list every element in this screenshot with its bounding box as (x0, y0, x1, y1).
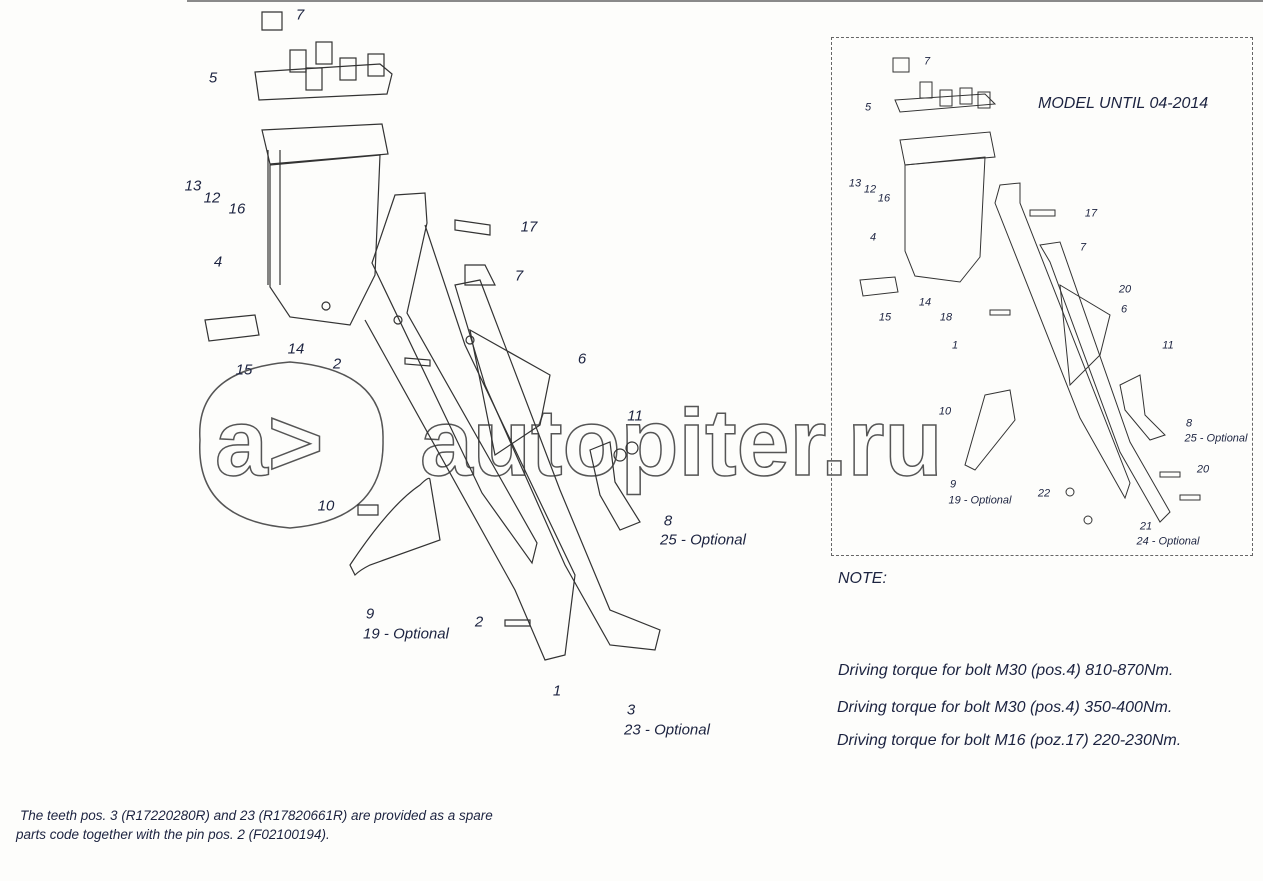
part-label: 7 (1079, 241, 1087, 254)
part-label: 6 (577, 350, 587, 368)
part-label: 1 (552, 682, 562, 700)
part-label: 5 (208, 69, 218, 87)
part-label: 4 (869, 231, 877, 244)
watermark-logo: a> autopiter.ru (199, 361, 943, 529)
part-label: 11 (1162, 339, 1174, 352)
part-label: 7 (295, 6, 305, 24)
top-border (187, 0, 1263, 2)
part-label: 14 (918, 296, 932, 309)
main-assembly (204, 11, 661, 661)
part-label: 8 (1185, 417, 1193, 430)
part-label: 15 (878, 311, 892, 324)
torque-note: Driving torque for bolt M30 (pos.4) 350-… (837, 699, 1173, 716)
part-label: 19 - Optional (948, 494, 1012, 507)
part-label: 16 (877, 192, 891, 205)
footnote-line: The teeth pos. 3 (R17220280R) and 23 (R1… (20, 808, 493, 823)
inset-assembly (859, 57, 1201, 525)
part-label: 2 (474, 613, 484, 631)
part-label: 14 (287, 340, 305, 358)
torque-note: Driving torque for bolt M16 (poz.17) 220… (837, 732, 1182, 749)
part-label: 18 (939, 311, 953, 324)
part-label: 25 - Optional (1184, 432, 1248, 445)
part-label: 25 - Optional (660, 531, 746, 549)
part-label: 19 - Optional (363, 625, 449, 643)
part-label: 13 (848, 177, 862, 190)
part-label: 23 - Optional (624, 721, 710, 739)
part-label: 17 (520, 218, 538, 236)
watermark-text: autopiter.ru (420, 390, 943, 496)
part-label: 24 - Optional (1136, 535, 1200, 548)
footnote-line: parts code together with the pin pos. 2 … (16, 827, 330, 842)
part-label: 21 (1139, 520, 1153, 533)
part-label: 7 (923, 55, 931, 68)
part-label: 12 (863, 183, 877, 196)
part-label: 12 (203, 189, 221, 207)
part-label: 16 (228, 200, 246, 218)
part-label: 20 (1118, 283, 1132, 296)
footnote: The teeth pos. 3 (R17220280R) and 23 (R1… (16, 806, 493, 844)
svg-text:a>: a> (215, 390, 323, 496)
part-label: 15 (235, 361, 253, 379)
part-label: 10 (938, 405, 952, 418)
part-label: 17 (1084, 207, 1098, 220)
part-label: 5 (864, 101, 872, 114)
part-label: 1 (951, 339, 959, 352)
part-label: 8 (663, 512, 673, 530)
inset-title: MODEL UNTIL 04-2014 (1038, 95, 1209, 112)
part-label: 22 (1037, 487, 1051, 500)
part-label: 9 (365, 605, 375, 623)
part-label: 10 (317, 497, 335, 515)
part-label: 2 (332, 355, 342, 373)
part-label: 7 (514, 267, 524, 285)
torque-note: Driving torque for bolt M30 (pos.4) 810-… (838, 662, 1174, 679)
part-label: 6 (1120, 303, 1128, 316)
inset-frame (831, 37, 1253, 556)
part-label: 11 (627, 407, 643, 425)
note-heading: NOTE: (838, 570, 887, 587)
part-label: 20 (1196, 463, 1210, 476)
part-label: 3 (626, 701, 636, 719)
part-label: 9 (949, 478, 957, 491)
part-label: 13 (184, 177, 202, 195)
part-label: 4 (213, 253, 223, 271)
